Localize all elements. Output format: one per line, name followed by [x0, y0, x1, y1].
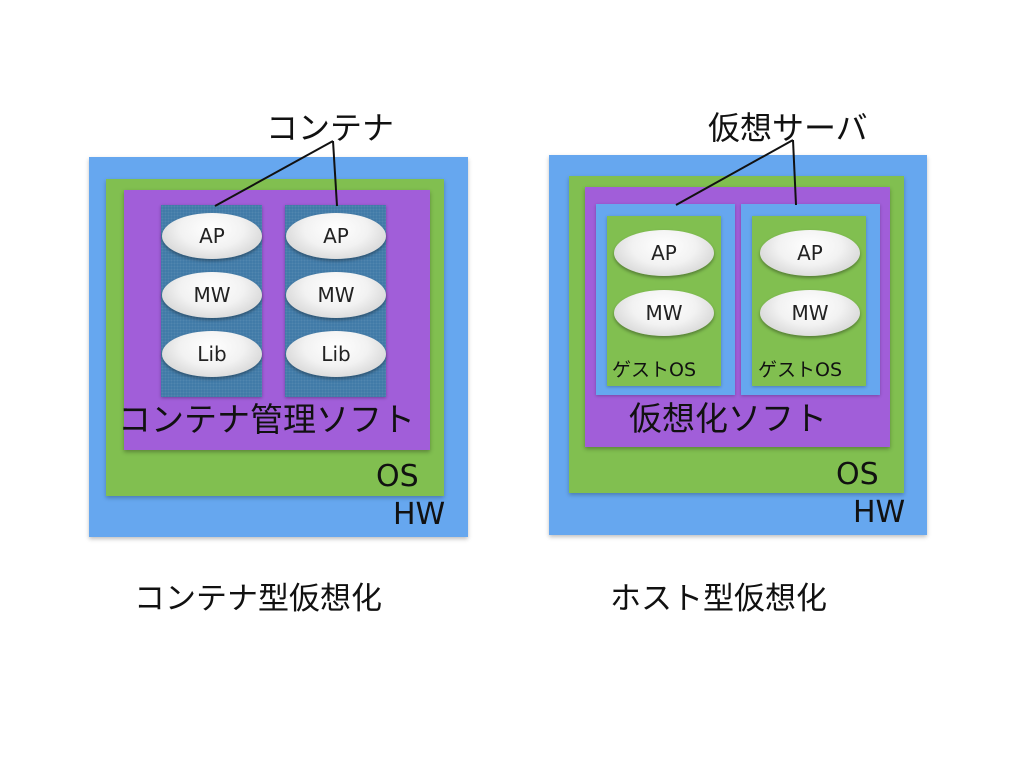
library-layer: Lib — [162, 331, 262, 377]
middleware-label: MW — [317, 283, 355, 307]
library-label: Lib — [321, 342, 351, 366]
app-layer: AP — [614, 230, 714, 276]
middleware-label: MW — [791, 301, 829, 325]
middleware-layer: MW — [286, 272, 386, 318]
left-os-label: OS — [376, 459, 419, 494]
right-os-label: OS — [836, 457, 879, 492]
right-vm-1: AP MW ゲストOS — [596, 204, 735, 395]
left-hw-label: HW — [393, 497, 446, 532]
left-caption: コンテナ型仮想化 — [134, 581, 382, 617]
middleware-label: MW — [193, 283, 231, 307]
right-caption: ホスト型仮想化 — [610, 581, 827, 617]
middleware-layer: MW — [760, 290, 860, 336]
app-label: AP — [797, 241, 823, 265]
right-vm-2: AP MW ゲストOS — [741, 204, 880, 395]
library-label: Lib — [197, 342, 227, 366]
app-label: AP — [323, 224, 349, 248]
app-layer: AP — [162, 213, 262, 259]
app-label: AP — [651, 241, 677, 265]
guest-os-block: AP MW ゲストOS — [607, 216, 721, 386]
app-layer: AP — [760, 230, 860, 276]
right-callout-label: 仮想サーバ — [708, 109, 868, 147]
left-callout-label: コンテナ — [266, 109, 395, 147]
right-virtualization-label: 仮想化ソフト — [629, 399, 827, 438]
app-label: AP — [199, 224, 225, 248]
library-layer: Lib — [286, 331, 386, 377]
app-layer: AP — [286, 213, 386, 259]
left-container-1: AP MW Lib — [161, 205, 262, 397]
left-container-2: AP MW Lib — [285, 205, 386, 397]
middleware-layer: MW — [162, 272, 262, 318]
left-container-manager-label: コンテナ管理ソフト — [118, 400, 415, 439]
guest-os-block: AP MW ゲストOS — [752, 216, 866, 386]
middleware-label: MW — [645, 301, 683, 325]
right-hw-label: HW — [853, 495, 906, 530]
guest-os-label: ゲストOS — [758, 359, 843, 381]
middleware-layer: MW — [614, 290, 714, 336]
guest-os-label: ゲストOS — [612, 359, 697, 381]
